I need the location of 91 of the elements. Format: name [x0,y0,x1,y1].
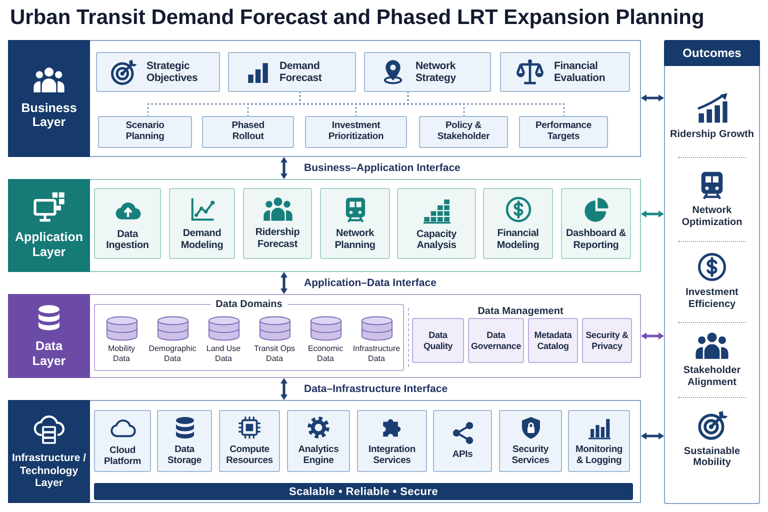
component-card [568,410,630,472]
component-card [96,52,220,92]
interface-label: Application–Data Interface [302,276,438,290]
card-label: Security & Privacy [585,330,629,351]
component-card [243,188,312,259]
interface-label: Data–Infrastructure Interface [302,382,450,396]
outcome-label: Sustainable Mobility [682,446,742,468]
component-card [561,188,631,259]
component-card [364,52,491,92]
diagram-title: Urban Transit Demand Forecast and Phased LRT Expansion Planning [10,5,704,30]
card-label: Demand Forecast [280,60,323,84]
data-label: Demographic Data [148,344,198,364]
component-card [219,410,280,472]
outcome-label: Network Optimization [680,205,744,228]
card-label: Dashboard & Reporting [564,228,628,251]
card-label: Metadata Catalog [533,330,573,351]
outcome-label: Ridership Growth [670,128,754,140]
component-card [169,188,235,259]
component-card [412,318,464,363]
card-label: Data Governance [471,330,521,351]
component-card [519,116,608,148]
component-card [499,410,562,472]
layer-title: Business Layer [20,100,78,130]
data-label: Mobility Data [106,344,136,364]
card-label: Strategic Objectives [146,60,199,84]
data-label: Transit Ops Data [252,344,296,364]
component-card [228,52,356,92]
tagline-bar: Scalable • Reliable • Secure [94,483,633,500]
card-label: Ridership Forecast [254,227,301,250]
card-label: APIs [452,450,473,461]
card-label: Network Planning [334,228,376,251]
layer-panel [8,179,641,272]
card-label: Policy & Stakeholder [436,121,491,143]
data-label: Economic Data [306,344,344,364]
card-label: Demand Modeling [180,228,224,251]
component-card [98,116,192,148]
dashed-connector [407,92,565,116]
component-card [397,188,476,259]
component-card [305,116,407,148]
card-label: Performance Targets [534,121,592,143]
component-card [528,318,578,363]
double-arrow [281,378,287,400]
card-label: Investment Prioritization [327,121,385,143]
component-card [468,318,524,363]
layer-title: Data Layer [31,338,67,368]
outcome-label: Investment Efficiency [684,287,740,310]
double-arrow [281,272,287,294]
card-label: Network Strategy [416,60,457,84]
outcome-label: Stakeholder Alignment [682,365,742,388]
component-card [320,188,390,259]
component-card [433,410,492,472]
card-label: Financial Modeling [496,228,540,251]
component-card [94,188,161,259]
data-label: Land Use Data [205,344,242,364]
outcomes-panel [664,40,760,504]
card-label: Monitoring & Logging [574,444,624,466]
card-label: Data Quality [422,330,454,351]
double-arrow [641,333,664,339]
card-label: Capacity Analysis [415,228,458,252]
group-heading: Data Management [478,305,564,318]
component-card [94,410,151,472]
card-label: Phased Rollout [230,121,266,143]
card-label: Analytics Engine [297,445,340,467]
card-label: Financial Evaluation [554,60,606,84]
card-label: Security Services [510,444,550,466]
panel-header: Outcomes [664,40,760,66]
layer-panel [8,400,641,503]
card-label: Cloud Platform [103,446,142,468]
component-card [202,116,294,148]
double-arrow [641,433,664,439]
layer-panel [8,40,641,157]
component-card [287,410,350,472]
card-label: Integration Services [368,445,416,467]
double-arrow [641,211,664,217]
component-card [500,52,630,92]
component-card [419,116,508,148]
component-card [483,188,553,259]
layer-panel [8,294,641,378]
interface-label: Business–Application Interface [302,162,462,174]
component-card [582,318,632,363]
card-label: Data Storage [166,444,202,466]
card-label: Compute Resources [225,445,274,467]
layer-title: Application Layer [14,230,84,260]
component-card [157,410,212,472]
card-label: Data Ingestion [105,228,150,252]
double-arrow [281,157,287,179]
data-label: Infrastructure Data [352,344,402,364]
card-label: Scenario Planning [124,121,166,143]
layer-title: Infrastructure / Technology Layer [11,452,87,490]
double-arrow [641,95,664,101]
component-card [357,410,427,472]
